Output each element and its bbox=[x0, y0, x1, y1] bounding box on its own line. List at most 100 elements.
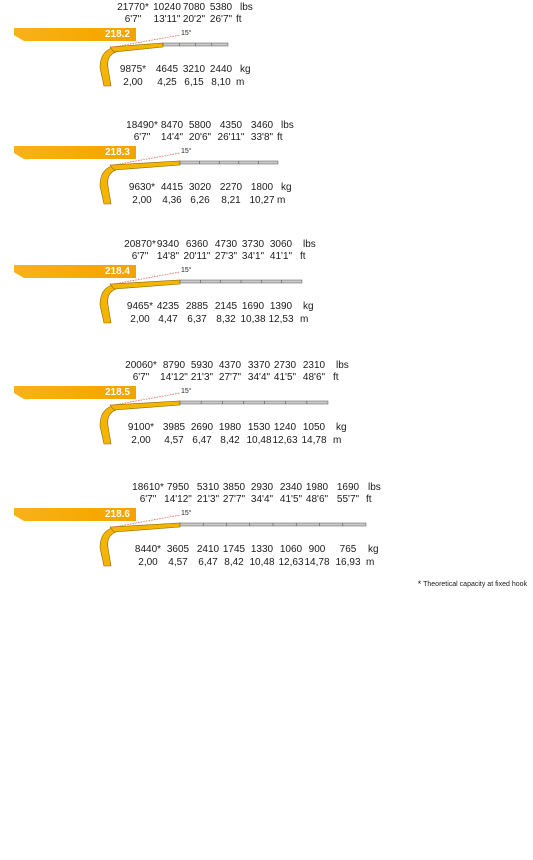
ft-value: 27'7" bbox=[222, 494, 246, 505]
crane-column bbox=[99, 284, 117, 324]
kg-unit-label: kg bbox=[368, 544, 379, 555]
lbs-value: 18490* bbox=[126, 120, 158, 131]
ft-value: 27'7" bbox=[218, 372, 242, 383]
angle-line bbox=[113, 392, 181, 406]
model-name: 218.5 bbox=[104, 387, 130, 398]
lbs-value: 18610* bbox=[132, 482, 164, 493]
ft-value: 41'5" bbox=[279, 494, 303, 505]
lbs-unit-label: lbs bbox=[336, 360, 349, 371]
ft-unit-label: ft bbox=[333, 372, 339, 383]
kg-value: 4645 bbox=[155, 64, 179, 75]
m-value: 8,21 bbox=[221, 195, 241, 206]
footnote-text: Theoretical capacity at fixed hook bbox=[423, 581, 527, 588]
lbs-value: 5930 bbox=[190, 360, 214, 371]
ft-value: 14'12" bbox=[164, 494, 192, 505]
ft-value: 14'12" bbox=[160, 372, 188, 383]
angle-label: 15° bbox=[181, 387, 192, 395]
kg-value: 1800 bbox=[250, 182, 274, 193]
lbs-value: 5800 bbox=[188, 120, 212, 131]
lbs-unit-label: lbs bbox=[281, 120, 294, 131]
crane-column bbox=[99, 47, 117, 87]
kg-value: 3985 bbox=[162, 422, 186, 433]
ft-value: 20'6" bbox=[188, 132, 212, 143]
kg-value: 9630* bbox=[128, 182, 156, 193]
lbs-value: 2340 bbox=[279, 482, 303, 493]
lbs-value: 3850 bbox=[222, 482, 246, 493]
kg-value: 2145 bbox=[214, 301, 238, 312]
lbs-value: 3730 bbox=[241, 239, 265, 250]
model-name: 218.3 bbox=[104, 147, 130, 158]
m-value: 4,36 bbox=[162, 195, 182, 206]
model-tag: 218.3 bbox=[14, 146, 136, 159]
model-tag: 218.6 bbox=[14, 508, 136, 521]
kg-value: 9875* bbox=[119, 64, 147, 75]
crane-column bbox=[99, 527, 117, 567]
m-value: 10,48 bbox=[249, 557, 275, 568]
m-value: 4,47 bbox=[158, 314, 178, 325]
lbs-value: 9340 bbox=[156, 239, 180, 250]
ft-value: 26'7" bbox=[209, 14, 233, 25]
angle-label: 15° bbox=[181, 509, 192, 517]
m-value: 12,63 bbox=[272, 435, 298, 446]
kg-value: 1980 bbox=[218, 422, 242, 433]
kg-value: 4415 bbox=[160, 182, 184, 193]
main-boom bbox=[109, 160, 181, 171]
angle-line bbox=[113, 152, 181, 166]
angle-line bbox=[113, 514, 181, 528]
lbs-value: 5380 bbox=[209, 2, 233, 13]
model-name: 218.6 bbox=[104, 509, 130, 520]
kg-value: 1530 bbox=[247, 422, 271, 433]
m-value: 6,37 bbox=[187, 314, 207, 325]
crane-diagram: 15° bbox=[99, 387, 329, 445]
m-value: 4,57 bbox=[164, 435, 184, 446]
ft-value: 34'4" bbox=[250, 494, 274, 505]
model-tag: 218.4 bbox=[14, 265, 136, 278]
m-value: 2,00 bbox=[132, 195, 152, 206]
kg-value: 1060 bbox=[279, 544, 303, 555]
kg-value: 3210 bbox=[182, 64, 206, 75]
ft-value: 13'11" bbox=[153, 14, 181, 25]
m-value: 10,48 bbox=[246, 435, 272, 446]
ft-unit-label: ft bbox=[277, 132, 283, 143]
m-value: 14,78 bbox=[301, 435, 327, 446]
footnote-star: * bbox=[417, 579, 422, 589]
ft-value: 6'7" bbox=[124, 14, 142, 25]
kg-value: 1745 bbox=[222, 544, 246, 555]
angle-label: 15° bbox=[181, 266, 192, 274]
kg-unit-label: kg bbox=[303, 301, 314, 312]
lbs-value: 3370 bbox=[247, 360, 271, 371]
kg-unit-label: kg bbox=[240, 64, 251, 75]
ft-value: 55'7" bbox=[336, 494, 360, 505]
lbs-value: 4370 bbox=[218, 360, 242, 371]
kg-value: 9100* bbox=[127, 422, 155, 433]
lbs-value: 3060 bbox=[269, 239, 293, 250]
m-value: 12,53 bbox=[268, 314, 294, 325]
ft-value: 14'4" bbox=[160, 132, 184, 143]
angle-label: 15° bbox=[181, 147, 192, 155]
crane-diagram: 15° bbox=[99, 509, 367, 567]
m-value: 12,63 bbox=[278, 557, 304, 568]
m-unit-label: m bbox=[333, 435, 342, 446]
kg-value: 3605 bbox=[166, 544, 190, 555]
ft-value: 27'3" bbox=[214, 251, 238, 262]
lbs-value: 20870* bbox=[124, 239, 156, 250]
kg-value: 2410 bbox=[196, 544, 220, 555]
ft-value: 20'11" bbox=[183, 251, 211, 262]
ft-value: 21'3" bbox=[190, 372, 214, 383]
lbs-value: 6360 bbox=[185, 239, 209, 250]
kg-unit-label: kg bbox=[336, 422, 347, 433]
kg-value: 4235 bbox=[156, 301, 180, 312]
ft-value: 48'6" bbox=[305, 494, 329, 505]
kg-value: 765 bbox=[339, 544, 357, 555]
lbs-value: 8470 bbox=[160, 120, 184, 131]
ft-value: 6'7" bbox=[132, 372, 150, 383]
ft-value: 41'1" bbox=[269, 251, 293, 262]
ft-value: 14'8" bbox=[156, 251, 180, 262]
crane-diagram: 15° bbox=[99, 266, 303, 324]
ft-value: 20'2" bbox=[182, 14, 206, 25]
m-value: 2,00 bbox=[130, 314, 150, 325]
ft-unit-label: ft bbox=[366, 494, 372, 505]
